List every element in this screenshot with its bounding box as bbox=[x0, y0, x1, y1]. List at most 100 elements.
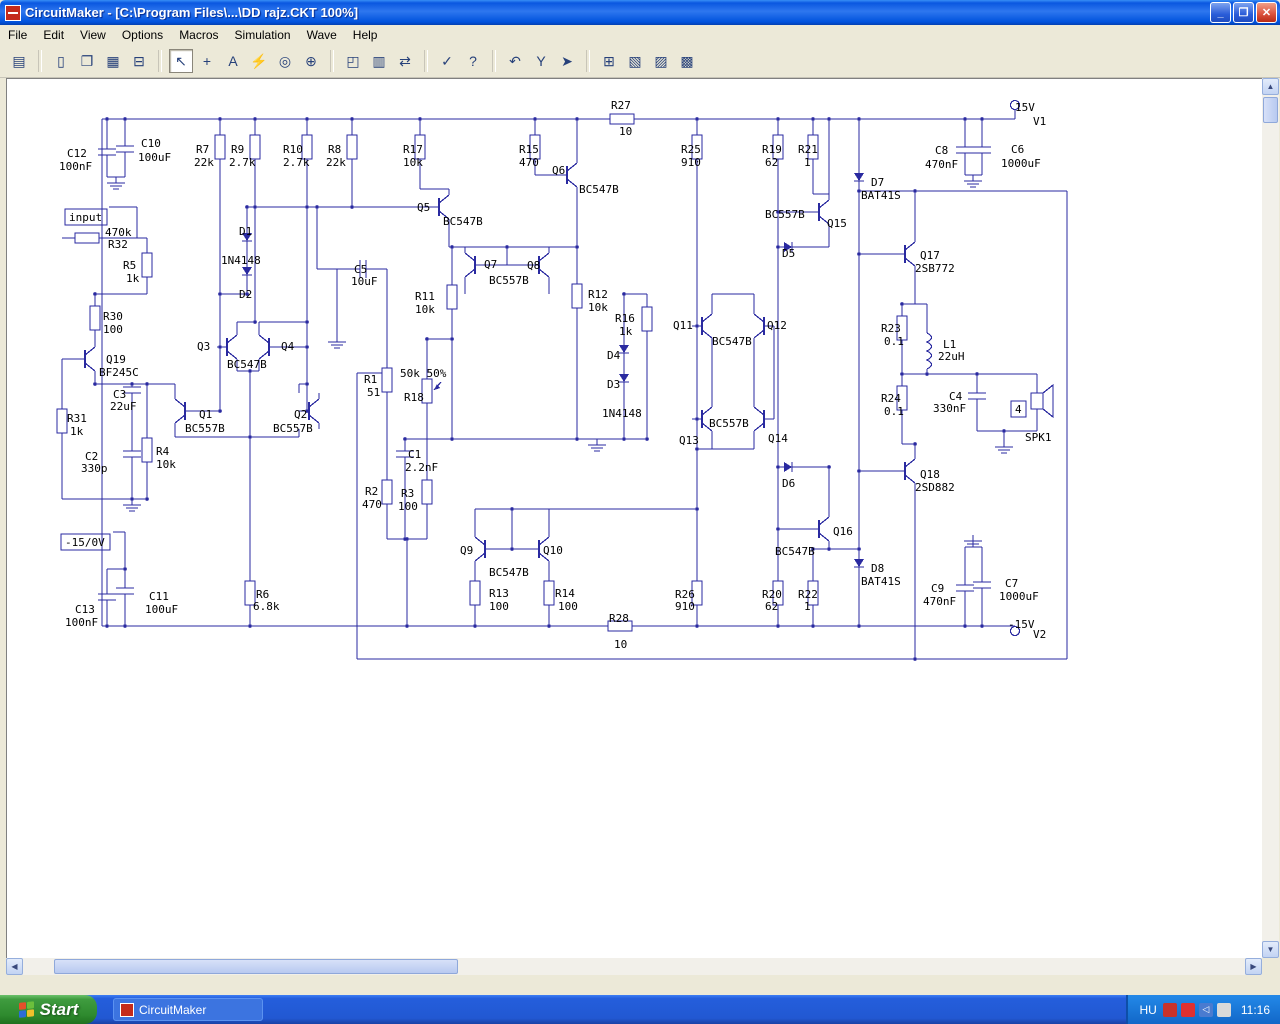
logic-analyzer-button[interactable]: ▧ bbox=[623, 49, 647, 73]
resistor-symbol[interactable] bbox=[346, 134, 358, 160]
tray-network-icon[interactable] bbox=[1216, 1002, 1231, 1017]
text-tool-button[interactable]: A bbox=[221, 49, 245, 73]
sheet-button[interactable]: ▤ bbox=[7, 49, 31, 73]
diode-symbol[interactable] bbox=[242, 261, 252, 285]
exchange-button[interactable]: ⇄ bbox=[393, 49, 417, 73]
save-button[interactable]: ▦ bbox=[101, 49, 125, 73]
resistor-symbol[interactable] bbox=[421, 479, 433, 505]
voltage-source-symbol[interactable] bbox=[1009, 99, 1021, 111]
capacitor-symbol[interactable] bbox=[956, 584, 974, 592]
resistor-symbol[interactable] bbox=[691, 134, 703, 160]
capacitor-symbol[interactable] bbox=[98, 593, 116, 601]
resistor-symbol[interactable] bbox=[571, 283, 583, 309]
restore-button[interactable]: ❐ bbox=[1233, 2, 1254, 23]
resistor-symbol[interactable] bbox=[141, 252, 153, 278]
waveform-button[interactable]: ▥ bbox=[367, 49, 391, 73]
transistor-symbol[interactable] bbox=[529, 247, 550, 283]
vertical-scroll-thumb[interactable] bbox=[1263, 97, 1278, 123]
print-button[interactable]: ⊟ bbox=[127, 49, 151, 73]
resistor-symbol[interactable] bbox=[141, 437, 153, 463]
wires[interactable] bbox=[61, 110, 1068, 661]
resistor-symbol[interactable] bbox=[896, 315, 908, 341]
capacitor-symbol[interactable] bbox=[123, 450, 141, 458]
menu-view[interactable]: View bbox=[80, 28, 106, 42]
resistor-symbol[interactable] bbox=[249, 134, 261, 160]
menu-edit[interactable]: Edit bbox=[43, 28, 65, 42]
transistor-symbol[interactable] bbox=[258, 329, 279, 365]
resistor-symbol[interactable] bbox=[469, 580, 481, 606]
run-button[interactable]: ➤ bbox=[555, 49, 579, 73]
transistor-symbol[interactable] bbox=[692, 308, 713, 344]
zoom-tool-button[interactable]: ⊕ bbox=[299, 49, 323, 73]
capacitor-symbol[interactable] bbox=[116, 145, 134, 153]
transistor-symbol[interactable] bbox=[75, 341, 96, 377]
resistor-symbol[interactable] bbox=[543, 580, 555, 606]
diode-symbol[interactable] bbox=[242, 227, 252, 251]
menu-macros[interactable]: Macros bbox=[179, 28, 219, 42]
transistor-symbol[interactable] bbox=[895, 236, 916, 272]
ground-symbol[interactable] bbox=[328, 336, 346, 349]
oscilloscope-button[interactable]: ▩ bbox=[675, 49, 699, 73]
digital-grid-button[interactable]: ⊞ bbox=[597, 49, 621, 73]
capacitor-symbol[interactable] bbox=[359, 260, 367, 278]
place-part-button[interactable]: + bbox=[195, 49, 219, 73]
horizontal-scroll-thumb[interactable] bbox=[54, 959, 458, 974]
multimeter-button[interactable]: Y bbox=[529, 49, 553, 73]
menu-help[interactable]: Help bbox=[352, 28, 378, 42]
transistor-symbol[interactable] bbox=[809, 194, 830, 230]
resistor-symbol[interactable] bbox=[446, 284, 458, 310]
voltage-source-symbol[interactable] bbox=[1009, 625, 1021, 637]
diode-symbol[interactable] bbox=[619, 339, 629, 363]
diode-symbol[interactable] bbox=[854, 553, 864, 577]
speaker-symbol[interactable] bbox=[1030, 383, 1054, 419]
signal-generator-button[interactable]: ▨ bbox=[649, 49, 673, 73]
resistor-symbol[interactable] bbox=[244, 580, 256, 606]
transistor-symbol[interactable] bbox=[474, 531, 495, 567]
resistor-symbol[interactable] bbox=[772, 580, 784, 606]
diode-symbol[interactable] bbox=[619, 368, 629, 392]
resistor-symbol[interactable] bbox=[691, 580, 703, 606]
select-tool-button[interactable]: ↖ bbox=[169, 49, 193, 73]
transistor-symbol[interactable] bbox=[557, 157, 578, 193]
potentiometer-symbol[interactable] bbox=[421, 378, 442, 404]
resistor-symbol[interactable] bbox=[604, 620, 636, 632]
capacitor-symbol[interactable] bbox=[968, 392, 986, 400]
capacitor-symbol[interactable] bbox=[396, 450, 414, 458]
resistor-symbol[interactable] bbox=[529, 134, 541, 160]
menu-file[interactable]: File bbox=[8, 28, 28, 42]
resistor-symbol[interactable] bbox=[381, 367, 393, 393]
transistor-symbol[interactable] bbox=[753, 308, 774, 344]
transistor-symbol[interactable] bbox=[895, 453, 916, 489]
title-bar[interactable]: CircuitMaker - [C:\Program Files\...\DD … bbox=[0, 0, 1280, 25]
scroll-down-arrow[interactable]: ▼ bbox=[1262, 941, 1279, 958]
diode-symbol[interactable] bbox=[778, 242, 802, 252]
inductor-symbol[interactable] bbox=[925, 332, 933, 370]
start-button[interactable]: Start bbox=[0, 995, 97, 1024]
transistor-symbol[interactable] bbox=[753, 401, 774, 437]
vertical-scrollbar[interactable]: ▲ ▼ bbox=[1262, 78, 1279, 958]
scroll-up-arrow[interactable]: ▲ bbox=[1262, 78, 1279, 95]
resistor-symbol[interactable] bbox=[56, 408, 68, 434]
capacitor-symbol[interactable] bbox=[973, 581, 991, 589]
scroll-left-arrow[interactable]: ◀ bbox=[6, 958, 23, 975]
open-button[interactable]: ❐ bbox=[75, 49, 99, 73]
transistor-symbol[interactable] bbox=[809, 511, 830, 547]
ground-symbol[interactable] bbox=[964, 535, 982, 548]
capacitor-symbol[interactable] bbox=[973, 146, 991, 154]
menu-simulation[interactable]: Simulation bbox=[234, 28, 291, 42]
scroll-right-arrow[interactable]: ▶ bbox=[1245, 958, 1262, 975]
transistor-symbol[interactable] bbox=[429, 189, 450, 225]
resistor-symbol[interactable] bbox=[414, 134, 426, 160]
resistor-symbol[interactable] bbox=[772, 134, 784, 160]
tray-alert-icon[interactable] bbox=[1180, 1002, 1195, 1017]
help-button[interactable]: ? bbox=[461, 49, 485, 73]
resistor-symbol[interactable] bbox=[606, 113, 638, 125]
resistor-symbol[interactable] bbox=[807, 580, 819, 606]
taskbar-task-circuitmaker[interactable]: CircuitMaker bbox=[113, 998, 263, 1021]
probe-tool-button[interactable]: ◎ bbox=[273, 49, 297, 73]
minimize-button[interactable]: _ bbox=[1210, 2, 1231, 23]
find-part-button[interactable]: ◰ bbox=[341, 49, 365, 73]
tray-shield-icon[interactable] bbox=[1162, 1002, 1177, 1017]
diode-symbol[interactable] bbox=[854, 167, 864, 191]
